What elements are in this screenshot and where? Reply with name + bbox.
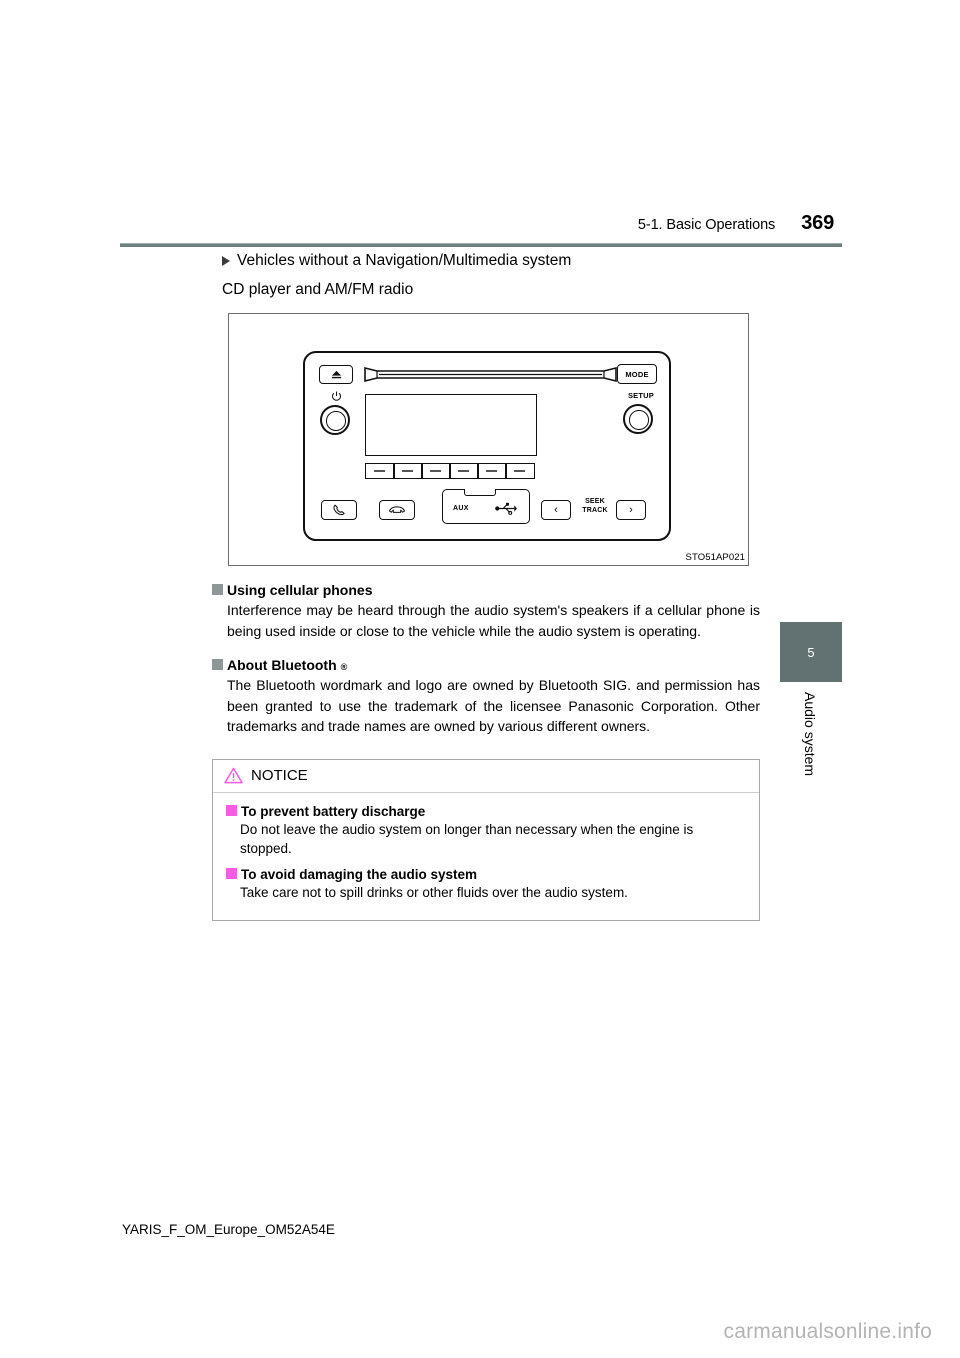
triangle-bullet-icon	[222, 256, 230, 266]
preset-button[interactable]	[477, 463, 507, 479]
audio-head-unit: MODE SETUP	[303, 351, 671, 541]
square-bullet-icon	[212, 584, 223, 595]
sub-heading: CD player and AM/FM radio	[222, 281, 414, 298]
aux-usb-panel[interactable]: AUX	[442, 489, 530, 524]
section-heading: Using cellular phones	[212, 582, 760, 598]
triangle-heading-text: Vehicles without a Navigation/Multimedia…	[237, 252, 572, 269]
setup-tune-knob[interactable]	[623, 404, 653, 434]
aux-panel-notch	[464, 489, 496, 496]
power-icon	[331, 391, 342, 405]
figure-id: STO51AP021	[685, 552, 745, 563]
warning-triangle-icon	[224, 768, 243, 784]
power-volume-knob[interactable]	[320, 405, 350, 435]
notice-item-heading-text: To avoid damaging the audio system	[241, 867, 478, 883]
cd-slot[interactable]	[363, 366, 618, 383]
preset-dash-icon	[374, 469, 386, 473]
preset-button[interactable]	[393, 463, 423, 479]
site-watermark: carmanualsonline.info	[723, 1320, 932, 1343]
setup-label: SETUP	[627, 391, 654, 400]
aux-label: AUX	[453, 505, 469, 512]
header-divider	[120, 243, 842, 247]
notice-content: To prevent battery discharge Do not leav…	[213, 793, 759, 920]
page-header: 5-1. Basic Operations 369	[120, 212, 840, 246]
phone-hangup-button[interactable]	[379, 500, 415, 520]
chapter-tab-number: 5	[780, 622, 842, 682]
square-bullet-icon	[226, 868, 237, 880]
notice-header: NOTICE	[213, 760, 759, 793]
section-heading-text: About Bluetooth	[227, 657, 337, 674]
preset-dash-icon	[430, 469, 442, 473]
registered-trademark-symbol: ®	[340, 662, 348, 673]
document-code: YARIS_F_OM_Europe_OM52A54E	[122, 1222, 335, 1237]
notice-item-heading-text: To prevent battery discharge	[241, 803, 426, 819]
notice-title: NOTICE	[251, 767, 308, 785]
usb-icon	[495, 502, 517, 515]
section-body: The Bluetooth wordmark and logo are owne…	[227, 677, 760, 735]
page-number: 369	[801, 212, 834, 234]
preset-dash-icon	[486, 469, 498, 473]
chapter-tab-label: Audio system	[780, 690, 842, 890]
notice-box: NOTICE To prevent battery discharge Do n…	[212, 758, 760, 922]
header-section-title: 5-1. Basic Operations	[637, 217, 776, 233]
seek-label-line2: TRACK	[582, 506, 608, 514]
section-heading: About Bluetooth®	[212, 657, 760, 673]
preset-button[interactable]	[449, 463, 479, 479]
phone-handset-icon	[332, 504, 345, 516]
display-screen	[365, 394, 537, 456]
notice-item-body: Take care not to spill drinks or other f…	[240, 885, 628, 901]
notice-item: To avoid damaging the audio system Take …	[226, 867, 743, 902]
section-body: Interference may be heard through the au…	[227, 602, 760, 639]
power-symbol	[331, 391, 342, 401]
section-cellular-phones: Using cellular phones Interference may b…	[212, 582, 760, 641]
section-about-bluetooth: About Bluetooth® The Bluetooth wordmark …	[212, 657, 760, 737]
triangle-heading: Vehicles without a Navigation/Multimedia…	[212, 252, 760, 270]
phone-call-button[interactable]	[321, 500, 357, 520]
preset-button[interactable]	[505, 463, 535, 479]
notice-item-body: Do not leave the audio system on longer …	[240, 821, 694, 857]
notice-item-heading: To avoid damaging the audio system	[226, 867, 743, 882]
eject-icon	[331, 370, 341, 379]
eject-button[interactable]	[319, 365, 353, 384]
mode-button[interactable]: MODE	[617, 364, 657, 384]
preset-dash-icon	[514, 469, 526, 473]
seek-track-label: SEEK TRACK	[575, 498, 615, 516]
preset-button[interactable]	[421, 463, 451, 479]
preset-button-row	[365, 463, 535, 479]
seek-track-next-button[interactable]: ›	[616, 500, 646, 520]
chapter-tab-label-text: Audio system	[802, 692, 818, 777]
square-bullet-icon	[226, 804, 237, 816]
section-heading-text: Using cellular phones	[227, 582, 373, 598]
seek-track-prev-button[interactable]: ‹	[541, 500, 571, 520]
notice-item: To prevent battery discharge Do not leav…	[226, 804, 743, 858]
preset-dash-icon	[458, 469, 470, 473]
preset-button[interactable]	[365, 463, 395, 479]
preset-dash-icon	[402, 469, 414, 473]
seek-label-line1: SEEK	[585, 498, 605, 505]
phone-hangup-icon	[388, 506, 406, 513]
audio-unit-figure: MODE SETUP	[228, 313, 749, 566]
page-content: Vehicles without a Navigation/Multimedia…	[212, 252, 760, 922]
notice-item-heading: To prevent battery discharge	[226, 804, 743, 819]
square-bullet-icon	[212, 659, 223, 671]
